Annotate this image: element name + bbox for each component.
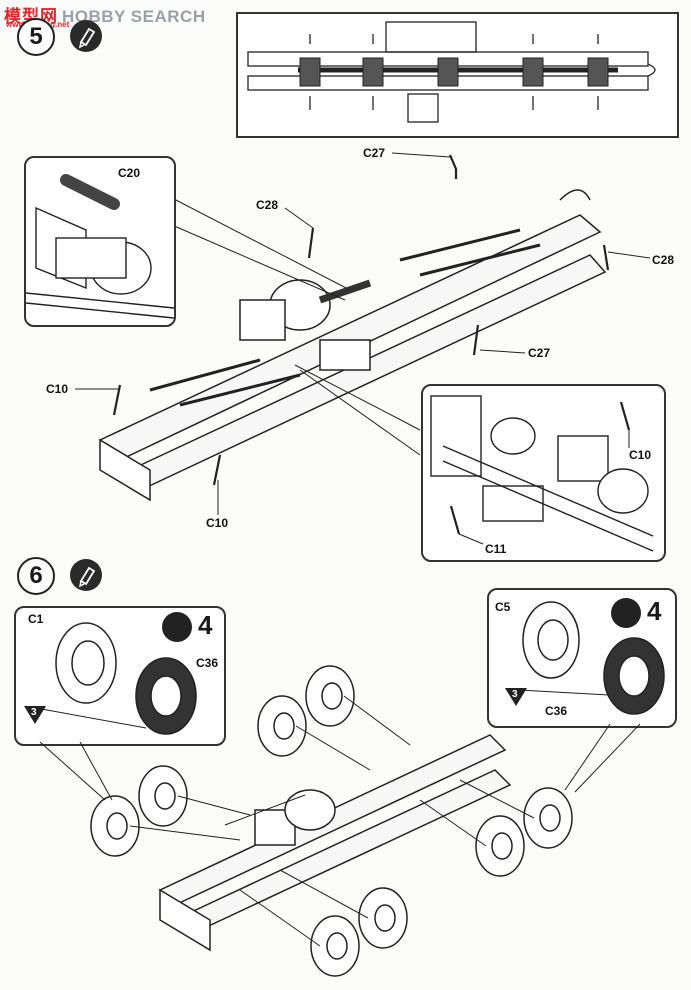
label-c10-bottom: C10 <box>206 516 229 530</box>
cement-icon <box>70 20 102 52</box>
cement-icon <box>70 559 102 591</box>
label-c10-left: C10 <box>46 382 69 396</box>
quantity-icon <box>611 598 641 628</box>
triangle-left: 3 <box>31 707 37 718</box>
inset-c20-detail: C20 <box>24 156 176 327</box>
label-c5: C5 <box>495 600 511 614</box>
quantity-icon <box>162 612 192 642</box>
step-6-number: 6 <box>17 557 55 595</box>
label-c20: C20 <box>118 166 141 180</box>
label-c27-mid: C27 <box>528 346 551 360</box>
triangle-right: 3 <box>512 689 518 700</box>
label-c10-inset: C10 <box>629 448 652 462</box>
label-c36-left: C36 <box>196 656 219 670</box>
inset-left-wheel: C1 C36 4 3 <box>14 606 226 746</box>
label-c28-right: C28 <box>652 253 675 267</box>
step-5-chassis-drawing <box>75 152 651 515</box>
inset-right-wheel: C5 C36 4 3 <box>487 588 677 728</box>
label-c36-right: C36 <box>545 704 568 718</box>
quantity-left: 4 <box>198 610 213 640</box>
inset-c10-c11-drawing <box>430 395 654 552</box>
watermark-en: HOBBY SEARCH <box>62 7 206 26</box>
reference-chassis-drawing <box>247 21 656 123</box>
quantity-right: 4 <box>647 596 662 626</box>
reference-chassis-view <box>236 12 679 138</box>
label-c1: C1 <box>28 612 44 626</box>
step-5-number: 5 <box>17 18 55 56</box>
label-c27-top: C27 <box>363 146 386 160</box>
inset-c10-c11-detail: C10 C11 <box>421 384 666 562</box>
inset-left-wheel-drawing <box>24 622 197 735</box>
label-c28-left: C28 <box>256 198 279 212</box>
inset-right-wheel-drawing <box>505 601 665 715</box>
label-c11: C11 <box>485 542 507 556</box>
inset-c20-drawing <box>26 174 174 319</box>
